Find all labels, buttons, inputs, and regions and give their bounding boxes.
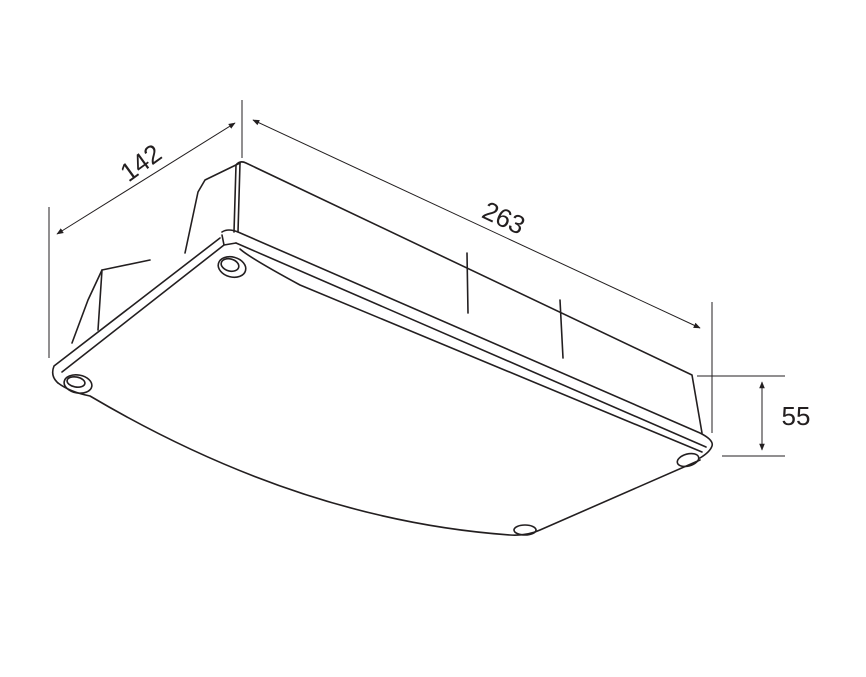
width-dimension-label: 142 — [114, 138, 167, 188]
length-dimension-label: 263 — [478, 195, 530, 241]
screw-holes — [63, 255, 700, 536]
enclosure-body — [51, 161, 714, 536]
height-dimension-label: 55 — [782, 401, 811, 431]
dimension-lines — [48, 100, 785, 457]
length-dimension-arrow — [252, 119, 701, 329]
width-dimension-arrow — [56, 122, 236, 235]
